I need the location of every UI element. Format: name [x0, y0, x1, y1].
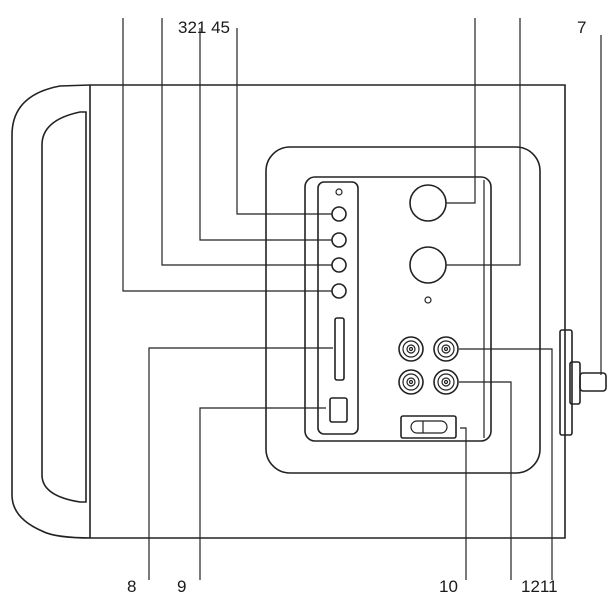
knob-upper — [409, 184, 447, 222]
callout-label-7: 7 — [577, 18, 586, 37]
indicator-led — [335, 188, 343, 196]
rca-connector — [433, 369, 459, 395]
button-5 — [331, 206, 347, 222]
callout-label-8: 8 — [127, 577, 136, 596]
side-mount-knob — [559, 329, 607, 436]
rca-connector — [433, 336, 459, 362]
callout-label-321-45: 321 45 — [178, 18, 230, 37]
card-slot — [334, 317, 345, 381]
rca-connector — [398, 369, 424, 395]
connector-panel-inner — [304, 176, 492, 442]
button-1 — [331, 257, 347, 273]
callout-leaders — [122, 18, 602, 580]
slide-switch — [400, 415, 457, 439]
callout-label-1211: 1211 — [521, 577, 558, 596]
callout-label-10: 10 — [439, 577, 458, 596]
handle-recess — [41, 111, 87, 503]
knob-lower — [409, 246, 447, 284]
callout-label-9: 9 — [177, 577, 186, 596]
button-2 — [331, 283, 347, 299]
button-4 — [331, 232, 347, 248]
control-strip — [317, 181, 359, 435]
rca-connector — [398, 336, 424, 362]
small-indicator — [424, 296, 432, 304]
usb-port — [329, 397, 348, 423]
rca-connectors — [398, 336, 459, 395]
device-body — [11, 84, 566, 539]
connector-panel-outer — [265, 146, 541, 474]
